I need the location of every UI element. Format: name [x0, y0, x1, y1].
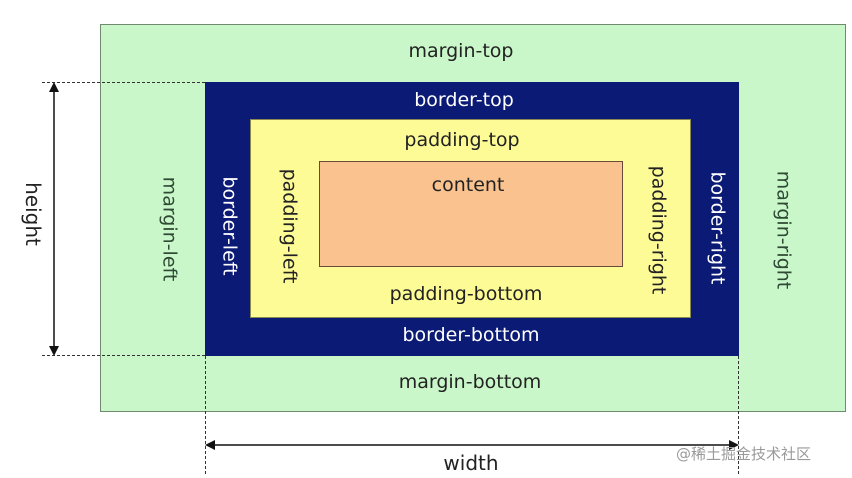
width-label: width: [443, 451, 499, 475]
padding-right-label: padding-right: [647, 165, 670, 295]
margin-bottom-label: margin-bottom: [398, 371, 542, 393]
height-arrow: [49, 82, 59, 356]
border-right-label: border-right: [706, 171, 729, 285]
height-label: height: [21, 182, 45, 246]
margin-left-label: margin-left: [158, 176, 181, 282]
padding-bottom-label: padding-bottom: [389, 283, 543, 305]
content-area: [319, 161, 623, 267]
content-label: content: [431, 174, 505, 196]
padding-top-label: padding-top: [404, 129, 520, 151]
border-top-label: border-top: [414, 89, 514, 111]
border-bottom-label: border-bottom: [402, 324, 540, 346]
width-dashed-right: [738, 356, 739, 474]
margin-top-label: margin-top: [408, 40, 514, 62]
margin-right-label: margin-right: [772, 170, 795, 290]
width-arrow: [205, 440, 739, 450]
border-left-label: border-left: [218, 176, 241, 276]
height-dashed-top: [42, 82, 205, 83]
height-dashed-bottom: [42, 355, 205, 356]
padding-left-label: padding-left: [278, 168, 301, 284]
watermark-text: @稀土掘金技术社区: [676, 445, 812, 463]
width-dashed-left: [205, 356, 206, 474]
